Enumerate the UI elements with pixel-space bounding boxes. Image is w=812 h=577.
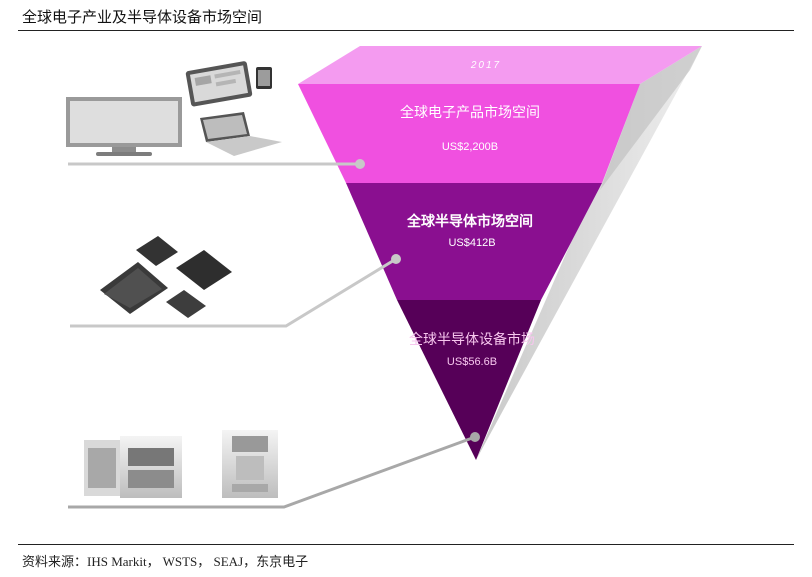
tier-3-label: 全球半导体设备市场	[409, 331, 535, 347]
connector-equipment	[68, 432, 480, 509]
pyramid-side-shadow	[600, 46, 702, 190]
tablet-icon	[185, 61, 253, 107]
connector-electronics	[68, 159, 365, 169]
phone-icon	[256, 67, 272, 89]
tier-2-label: 全球半导体市场空间	[406, 213, 533, 229]
tier-1-value: US$2,200B	[442, 141, 498, 153]
tier-2-value: US$412B	[448, 237, 495, 249]
laptop-icon	[200, 112, 282, 156]
tier-semiconductor	[346, 183, 602, 300]
tier-equipment	[397, 300, 541, 460]
year-label: 2017	[470, 60, 501, 71]
tier-3-value: US$56.6B	[447, 356, 497, 368]
bottom-rule	[18, 544, 794, 545]
equipment-icon	[84, 430, 278, 498]
source-note: 资料来源：IHS Markit， WSTS， SEAJ，东京电子	[22, 554, 309, 569]
chip-icon	[100, 236, 232, 318]
pyramid-top-face	[298, 46, 702, 84]
top-rule	[18, 30, 794, 31]
tier-electronics	[298, 84, 640, 183]
pyramid-side-face	[476, 46, 702, 460]
tier-1-label: 全球电子产品市场空间	[400, 104, 540, 120]
connector-semiconductor	[70, 254, 401, 328]
tv-monitor-icon	[66, 97, 182, 156]
page-title: 全球电子产业及半导体设备市场空间	[22, 9, 263, 26]
